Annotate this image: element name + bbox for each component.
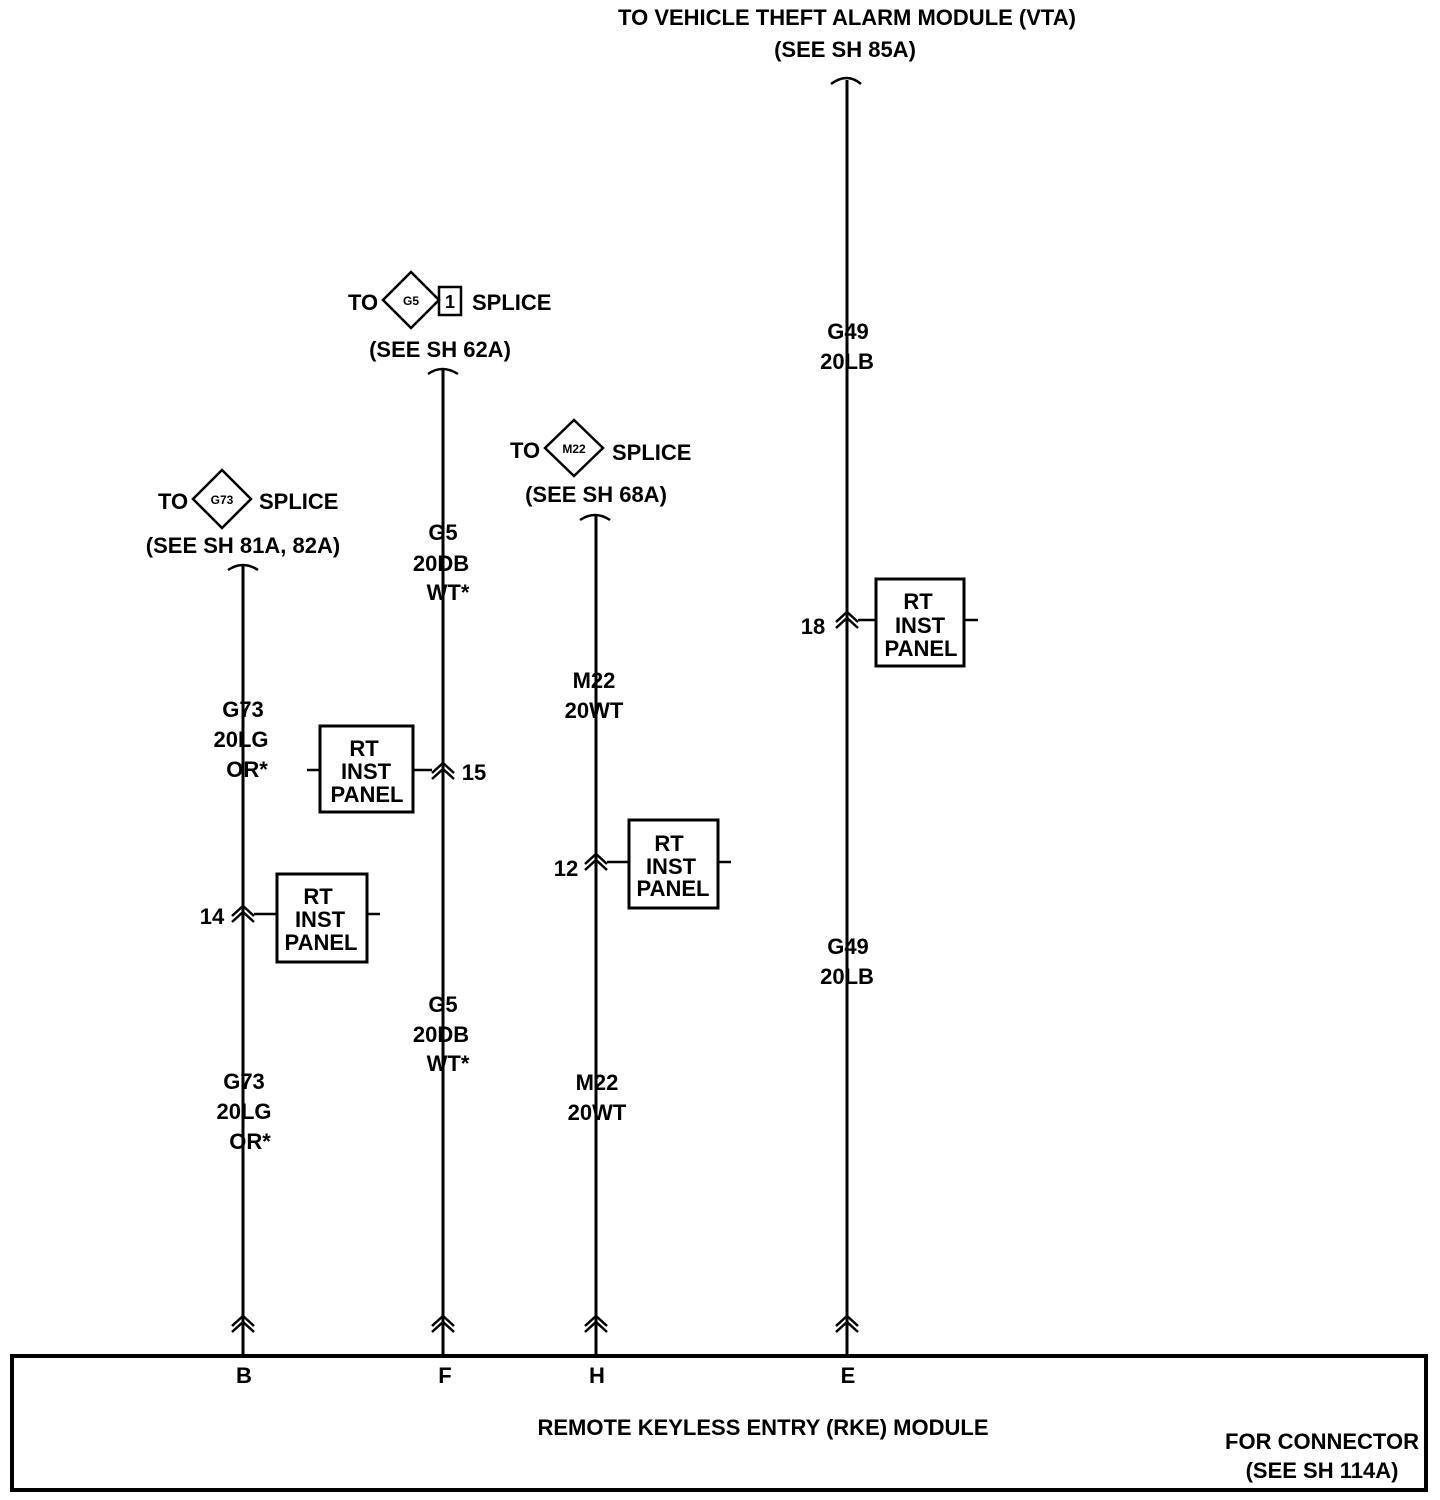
inst-panel-h-line2: INST bbox=[646, 854, 697, 879]
wire-e-lower-id: G49 bbox=[827, 934, 869, 959]
connector-note: FOR CONNECTOR bbox=[1225, 1429, 1419, 1454]
g73-splice-diamond bbox=[191, 468, 253, 530]
m22-to-label: TO bbox=[510, 438, 540, 463]
connector-symbol-h bbox=[584, 852, 608, 871]
m22-splice-tag: M22 bbox=[562, 442, 586, 456]
inst-panel-f-line3: PANEL bbox=[331, 782, 404, 807]
wire-h-lower-gauge: 20WT bbox=[568, 1100, 627, 1125]
wire-f-upper-tracer: WT* bbox=[427, 580, 470, 605]
connector-pin-b: 14 bbox=[200, 904, 225, 929]
module-connector-b bbox=[231, 1314, 255, 1333]
m22-splice-diamond bbox=[543, 418, 605, 478]
inst-panel-e-line1: RT bbox=[903, 589, 933, 614]
inst-panel-e-box bbox=[874, 577, 966, 668]
connector-pin-h: 12 bbox=[554, 856, 578, 881]
inst-panel-f-line2: INST bbox=[341, 759, 392, 784]
m22-break-mark bbox=[579, 513, 611, 522]
wire-b-lower-tracer: OR* bbox=[229, 1129, 271, 1154]
wire-f-lower-tracer: WT* bbox=[427, 1051, 470, 1076]
wire-b-upper-gauge: 20LG bbox=[213, 727, 268, 752]
vta-break-mark bbox=[830, 76, 862, 86]
wire-b-upper-id: G73 bbox=[222, 697, 264, 722]
g73-splice-tag: G73 bbox=[211, 493, 234, 507]
wire-e-lower-gauge: 20LB bbox=[820, 964, 874, 989]
wire-f-upper-id: G5 bbox=[428, 520, 457, 545]
connector-symbol-b bbox=[231, 904, 255, 923]
m22-ref: (SEE SH 68A) bbox=[525, 482, 667, 507]
wire-b-lower-id: G73 bbox=[223, 1069, 265, 1094]
g73-break-mark bbox=[227, 563, 259, 572]
inst-panel-b-line3: PANEL bbox=[285, 930, 358, 955]
wire-f-lower-id: G5 bbox=[428, 992, 457, 1017]
g5-ref: (SEE SH 62A) bbox=[369, 337, 511, 362]
g5-to-label: TO bbox=[348, 290, 378, 315]
vta-title: TO VEHICLE THEFT ALARM MODULE (VTA) bbox=[618, 5, 1076, 30]
g5-splice-number-box bbox=[437, 285, 463, 317]
g5-break-mark bbox=[427, 367, 459, 376]
module-pin-h: H bbox=[589, 1363, 605, 1388]
wire-f-upper-gauge: 20DB bbox=[413, 551, 469, 576]
wire-e-upper-id: G49 bbox=[827, 319, 869, 344]
g5-splice-label: SPLICE bbox=[472, 290, 551, 315]
wire-f-lower-gauge: 20DB bbox=[413, 1022, 469, 1047]
connector-ref: (SEE SH 114A) bbox=[1246, 1458, 1399, 1483]
module-connector-e bbox=[835, 1314, 859, 1333]
inst-panel-h-line3: PANEL bbox=[637, 876, 710, 901]
wire-b-lower-gauge: 20LG bbox=[216, 1099, 271, 1124]
inst-panel-e-line3: PANEL bbox=[885, 636, 958, 661]
inst-panel-b-line2: INST bbox=[295, 907, 346, 932]
inst-panel-h-box bbox=[627, 818, 720, 910]
module-connector-h bbox=[584, 1314, 608, 1333]
inst-panel-b-line1: RT bbox=[303, 884, 333, 909]
connector-pin-f: 15 bbox=[462, 760, 486, 785]
inst-panel-f-line1: RT bbox=[349, 736, 379, 761]
connector-pin-e: 18 bbox=[801, 614, 825, 639]
connector-symbol-f bbox=[431, 761, 455, 780]
g5-splice-tag: G5 bbox=[403, 294, 419, 308]
g73-splice-label: SPLICE bbox=[259, 489, 338, 514]
m22-splice-label: SPLICE bbox=[612, 440, 691, 465]
inst-panel-b-box bbox=[275, 872, 369, 964]
wire-h-upper-id: M22 bbox=[573, 668, 616, 693]
rke-module-name: REMOTE KEYLESS ENTRY (RKE) MODULE bbox=[537, 1415, 988, 1440]
wire-e-upper-gauge: 20LB bbox=[820, 349, 874, 374]
wire-b-upper-tracer: OR* bbox=[226, 757, 268, 782]
wire-h-upper-gauge: 20WT bbox=[565, 698, 624, 723]
inst-panel-h-line1: RT bbox=[654, 831, 684, 856]
g73-to-label: TO bbox=[158, 489, 188, 514]
module-pin-b: B bbox=[236, 1363, 252, 1388]
module-pin-f: F bbox=[438, 1363, 451, 1388]
g5-splice-number: 1 bbox=[445, 292, 455, 312]
g73-ref: (SEE SH 81A, 82A) bbox=[146, 533, 340, 558]
module-pin-e: E bbox=[841, 1363, 856, 1388]
module-connector-f bbox=[431, 1314, 455, 1333]
inst-panel-e-line2: INST bbox=[895, 613, 946, 638]
connector-symbol-e bbox=[835, 610, 859, 629]
wire-h-lower-id: M22 bbox=[576, 1070, 619, 1095]
vta-ref: (SEE SH 85A) bbox=[774, 37, 916, 62]
rke-module-box bbox=[10, 1354, 1428, 1492]
